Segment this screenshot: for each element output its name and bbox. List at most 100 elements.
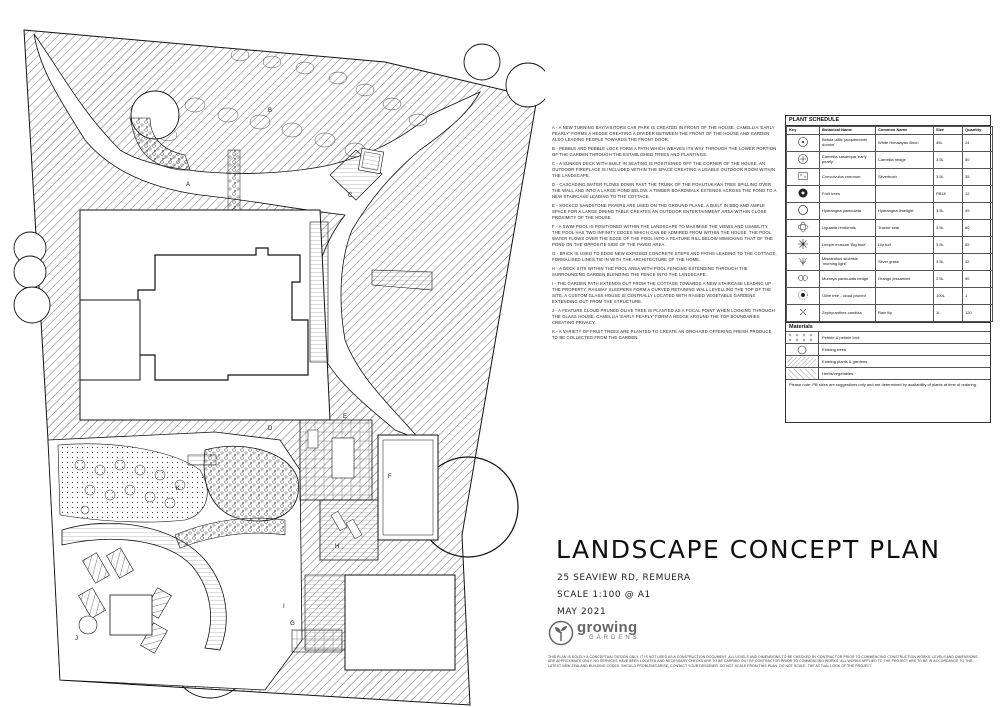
materials-title: Materials [786,322,990,332]
design-notes: A - A new turning bay/visitors car park … [552,125,777,344]
birch-icon [798,137,808,148]
growing-gardens-logo: growing GARDENS [548,618,668,648]
ligularia-icon [797,221,809,233]
plant-quantity: 90 [962,270,993,288]
material-row: Existing plants & gardens [786,356,990,368]
house-footprint [79,209,331,421]
plant-quantity: 24 [962,134,993,152]
area-label-b: B [268,108,272,114]
pond-d [187,445,299,522]
schedule-row: Betula utilis 'jacquemontii doorke'White… [786,134,993,152]
plant-quantity: 35 [962,168,993,186]
site-plan-drawing: A B C D E F G H I J K [13,29,545,706]
sprout-icon [548,620,574,646]
plant-quantity: 120 [962,304,993,322]
plant-quantity: 49 [962,202,993,220]
plant-size: 3.5L [933,236,963,254]
material-row: Existing trees [786,344,990,356]
plant-quantity: 60 [962,219,993,237]
plant-size: PB18 [933,185,963,203]
area-label-d: D [268,426,273,432]
material-row: Herbs/vegetables [786,368,990,380]
plant-quantity: 50 [962,151,993,169]
common-name: Tractor seat [875,219,934,237]
common-name: Silverbush [875,168,934,186]
plant-size: 2.5L [933,270,963,288]
schedule-row: Miscanthus sinensis 'morning light'Silve… [786,253,993,271]
botanical-name: Olive tree - cloud pruned [819,287,876,305]
common-name [875,185,934,203]
note-i: I - The garden path extends out from the… [552,281,772,304]
plant-quantity: 65 [962,236,993,254]
note-e: E - Sockco sandstone pavers are used on … [552,203,767,220]
col-botanical: Botanical Name [819,126,876,135]
plant-size: 3.5L [933,202,963,220]
plant-size: 1L [933,304,963,322]
plant-size: 3.5L [933,253,963,271]
plant-quantity: 42 [962,253,993,271]
col-size: Size [933,126,963,135]
swim-pool-f [377,434,439,541]
logo-line-1: growing [577,619,638,636]
area-label-g: G [290,621,295,627]
pebble-pattern-icon [788,332,816,343]
col-common: Common Name [875,126,934,135]
staircase-path [371,269,433,291]
note-k: K - A variety of fruit trees are planted… [552,329,772,340]
logo-line-2: GARDENS [589,635,640,641]
glass-house [109,594,153,636]
botanical-name: Fruit trees [819,185,876,203]
schedule-table: Key Botanical Name Common Name Size Quan… [786,126,993,322]
brick-steps-g [291,629,343,653]
area-label-h: H [335,544,339,550]
area-label-f: F [388,474,392,480]
common-name: Lily turf [875,236,934,254]
tree-outline-pattern-icon [797,345,807,354]
plant-quantity: 12 [962,185,993,203]
project-address: 25 SEAVIEW RD, REMUERA [557,573,691,583]
common-name: Hydrangea limelight [875,202,934,220]
material-label: Pebble & pebble lock [822,335,860,340]
plant-size: 3.5L [933,219,963,237]
common-name: Rain lily [875,304,934,322]
boardwalk-curve [174,517,286,549]
area-label-j: J [75,636,78,642]
jessamine-icon [798,275,808,281]
dining-table [331,437,355,479]
botanical-name: Liriope muscari 'Big blue' [819,236,876,254]
camellia-icon [798,154,808,165]
orchard-k [57,443,208,523]
area-label-c: C [348,193,353,199]
area-label-i: I [283,604,285,610]
curved-retaining-wall [61,522,227,651]
material-label: Existing trees [822,347,847,352]
note-c: C - A sunken deck with built in seating … [552,161,776,178]
plant-size: 100L [933,287,963,305]
botanical-name: Convolvulus cneorum [819,168,876,186]
schedule-header-row: Key Botanical Name Common Name Size Quan… [786,126,993,135]
deck-loungers [330,510,363,540]
botanical-name: Betula utilis 'jacquemontii doorke' [819,134,876,152]
common-name: White Himalayan Birch [875,134,934,152]
disclaimer-text: This plan is solely a conceptual design … [548,655,978,668]
note-b: B - Pebble and pebble lock form a path w… [552,146,777,157]
area-label-k: K [176,486,180,492]
schedule-note: Please note: PB sizes are suggestions on… [789,382,978,387]
note-a: A - A new turning bay/visitors car park … [552,125,775,142]
fruit-tree-icon [798,188,808,198]
schedule-row: Camellia sasanqua 'early pearly'Camellia… [786,151,993,169]
hydrangea-icon [798,205,808,216]
feature-olive-j [78,615,98,635]
plant-quantity: 1 [962,287,993,305]
plant-size: 3.5L [933,151,963,169]
rain-lily-icon [799,308,807,316]
note-j: J - A feature cloud pruned olive tree is… [552,308,775,325]
botanical-name: Camellia sasanqua 'early pearly' [819,151,876,169]
